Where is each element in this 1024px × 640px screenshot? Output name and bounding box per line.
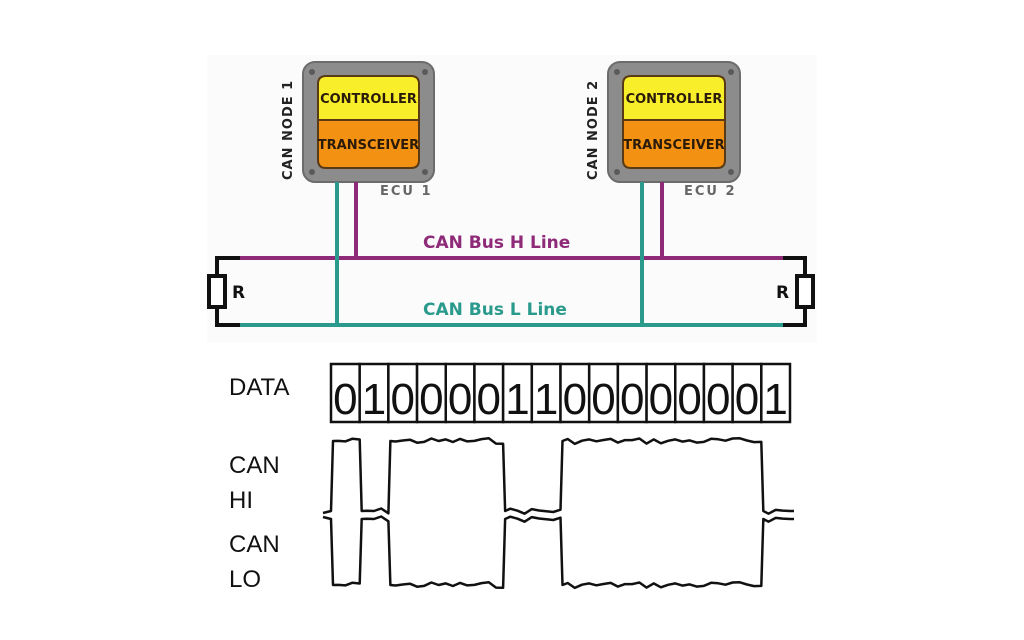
terminator-right-lead [783, 256, 807, 327]
data-bit-value: 0 [477, 375, 501, 424]
screw-icon [728, 69, 734, 75]
node-2-label: CAN NODE 2 [586, 80, 601, 180]
data-bit-value: 0 [677, 375, 701, 424]
screw-icon [309, 69, 315, 75]
screw-icon [614, 69, 620, 75]
can-hi-label-line2: HI [229, 487, 253, 514]
can-h-line-label: CAN Bus H Line [423, 233, 570, 253]
node-1-ecu-label: ECU 1 [380, 184, 433, 199]
data-bit-value: 1 [763, 375, 787, 424]
data-bit-value: 0 [620, 375, 644, 424]
screw-icon [309, 169, 315, 175]
data-bit-cell [530, 362, 562, 424]
data-bit-value: 0 [448, 375, 472, 424]
data-bit-cell [731, 362, 763, 424]
data-bit-cell [501, 362, 534, 424]
can-node-2: CAN NODE 2 CONTROLLER TRANSCEIVER ECU 2 [586, 61, 741, 199]
can-l-line-label: CAN Bus L Line [423, 300, 567, 320]
terminator-left-label: R [232, 283, 245, 303]
screw-icon [614, 169, 620, 175]
can-node-1: CAN NODE 1 CONTROLLER TRANSCEIVER ECU 1 [281, 61, 435, 199]
can-hi-waveform [322, 437, 794, 515]
screw-icon [422, 169, 428, 175]
data-bit-cell [702, 362, 734, 424]
data-bit-cell [415, 362, 447, 424]
data-bit-value: 0 [563, 375, 587, 424]
node-1-transceiver-block [317, 119, 420, 169]
data-bit-value: 0 [735, 375, 759, 424]
node-2-transceiver-block [622, 119, 726, 169]
node-1-transceiver-label: TRANSCEIVER [318, 138, 419, 153]
node-2-transceiver-label: TRANSCEIVER [623, 138, 724, 153]
node-2-controller-block [622, 75, 726, 121]
data-bit-value: 1 [534, 375, 558, 424]
node-1-controller-label: CONTROLLER [320, 92, 417, 107]
screw-icon [728, 169, 734, 175]
data-label: DATA [229, 374, 289, 401]
terminator-right: R [776, 256, 815, 327]
screw-icon [422, 69, 428, 75]
terminator-left: R [207, 256, 245, 327]
terminator-right-label: R [776, 283, 789, 303]
can-lo-label-line1: CAN [229, 531, 280, 558]
can-lo-waveform [322, 515, 794, 590]
data-bit-value: 0 [649, 375, 673, 424]
node-2-controller-label: CONTROLLER [626, 92, 723, 107]
data-bit-value: 0 [706, 375, 730, 424]
data-bit-cell [559, 362, 591, 424]
node-2-ecu-label: ECU 2 [684, 184, 737, 199]
can-hi-label-line1: CAN [229, 452, 280, 479]
data-bit-cell [358, 362, 390, 424]
data-bit-value: 0 [419, 375, 443, 424]
data-bit-value: 0 [390, 375, 414, 424]
resistor-right-icon [795, 274, 815, 309]
terminator-left-lead [215, 256, 240, 327]
data-bit-value: 0 [591, 375, 615, 424]
resistor-left-icon [207, 274, 227, 309]
can-lo-label-line2: LO [229, 566, 261, 593]
data-bit-value: 1 [505, 375, 529, 424]
data-bit-cell [645, 362, 677, 424]
data-bit-value: 0 [333, 375, 357, 424]
data-bit-cell [760, 362, 792, 424]
data-bit-value: 1 [362, 375, 386, 424]
node-1-controller-block [317, 75, 420, 121]
node-1-label: CAN NODE 1 [281, 80, 296, 180]
